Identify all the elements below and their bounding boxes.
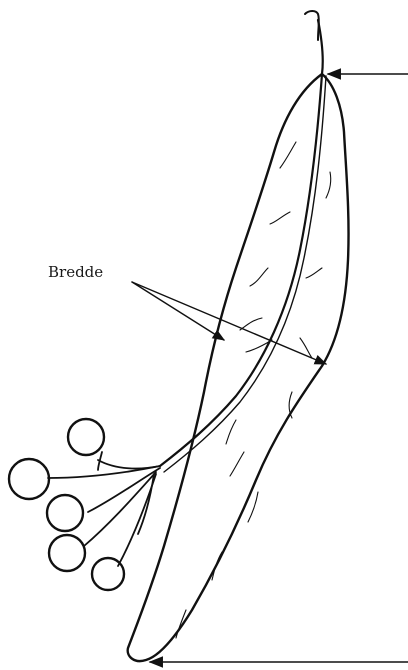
width-arrow-right (132, 282, 326, 364)
stalk (160, 11, 326, 472)
flower-cluster (9, 419, 160, 590)
bud-icon (92, 558, 124, 590)
stalk-tip (305, 11, 319, 40)
length-indicators (150, 74, 408, 662)
width-annotation: Bredde (48, 263, 326, 364)
bud-icon (68, 419, 104, 455)
bud-icon (9, 459, 49, 499)
bud-icon (49, 535, 85, 571)
width-label: Bredde (48, 263, 103, 281)
bract (128, 74, 349, 661)
flower-buds (9, 419, 124, 590)
pedicels (48, 452, 160, 566)
stalk-line-inner (164, 76, 326, 472)
bract-outline (128, 74, 349, 661)
width-arrow-left (132, 282, 224, 340)
bud-icon (47, 495, 83, 531)
